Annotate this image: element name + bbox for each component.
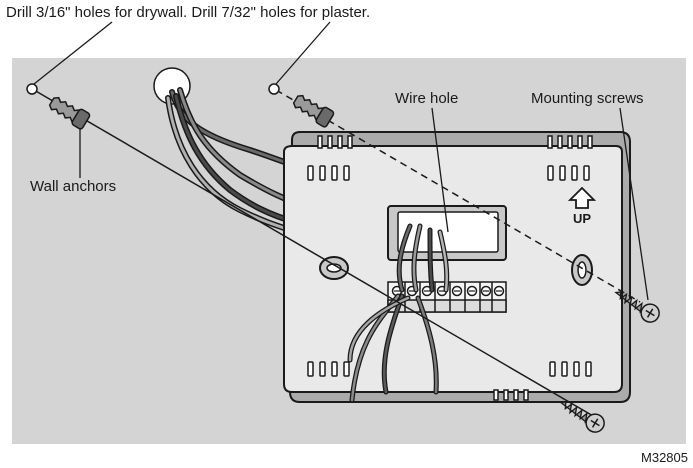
- leader-lines: [33, 21, 649, 301]
- mounting-screws-label: Mounting screws: [531, 90, 644, 107]
- up-arrow-icon: [567, 186, 597, 209]
- vent-slots-bottom-rim: [493, 389, 529, 401]
- drill-hole-markers: [26, 83, 280, 95]
- up-marker-label: UP: [573, 211, 591, 226]
- left-mounting-slot: [319, 256, 349, 280]
- wire-bundle-lower: [347, 223, 450, 403]
- thermostat-back-plate: UP: [283, 131, 631, 403]
- drill-instruction: Drill 3/16" holes for drywall. Drill 7/3…: [6, 4, 370, 21]
- wire-hole-label: Wire hole: [395, 90, 458, 107]
- screw-icon: [614, 291, 660, 323]
- wall-anchor-icon: [48, 96, 91, 130]
- vent-slots-top-rim: [317, 135, 593, 149]
- vent-slots-bottom-inner: [307, 361, 592, 377]
- figure-id: M32805: [641, 450, 688, 465]
- vent-slots-top-inner: [307, 165, 590, 181]
- wall-anchors-label: Wall anchors: [30, 178, 116, 195]
- wall-anchor-icon: [292, 94, 335, 128]
- alignment-lines: [33, 89, 641, 421]
- screw-icon: [559, 401, 605, 433]
- right-mounting-slot: [571, 254, 593, 286]
